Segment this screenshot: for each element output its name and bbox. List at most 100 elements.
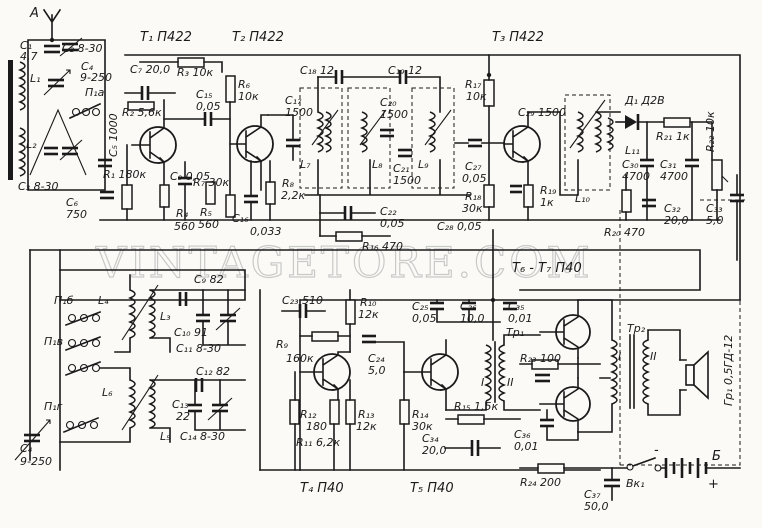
svg-text:C₄: C₄ <box>81 60 94 73</box>
svg-text:C₁: C₁ <box>20 39 32 52</box>
svg-text:0,05: 0,05 <box>412 312 437 325</box>
svg-text:22: 22 <box>176 410 190 423</box>
svg-text:0,01: 0,01 <box>514 440 539 453</box>
svg-text:C₃₀: C₃₀ <box>622 158 639 171</box>
coil-l1 <box>17 61 26 111</box>
svg-text:C₃₇: C₃₇ <box>584 488 601 501</box>
svg-text:30к: 30к <box>462 202 483 215</box>
svg-text:C₁₀ 91: C₁₀ 91 <box>174 326 208 339</box>
coil-l6 <box>127 379 136 429</box>
svg-text:Bк₁: Bк₁ <box>626 477 645 490</box>
transformer-tp1-primary <box>483 344 492 402</box>
svg-text:560: 560 <box>198 218 219 231</box>
t6t7-label: T₆ - T₇ П40 <box>512 261 582 276</box>
svg-text:C₄: C₄ <box>20 442 33 455</box>
svg-text:C₉ 82: C₉ 82 <box>194 273 224 286</box>
svg-text:0,05: 0,05 <box>196 100 221 113</box>
svg-text:L₉: L₉ <box>418 158 429 171</box>
svg-text:10,0: 10,0 <box>460 312 485 325</box>
svg-text:L₂: L₂ <box>26 138 37 151</box>
svg-text:C₃₁: C₃₁ <box>660 158 677 171</box>
svg-text:4700: 4700 <box>660 170 688 183</box>
svg-text:R₁₅ 1,5к: R₁₅ 1,5к <box>454 400 498 413</box>
svg-text:160к: 160к <box>286 352 314 365</box>
stage-t2: T₂ П422 R₆ 10к R₇ 30к R₅ 560 C₁₆ 0,033 R… <box>193 30 313 238</box>
svg-text:9-250: 9-250 <box>20 455 52 468</box>
svg-text:560: 560 <box>174 220 195 233</box>
coil-l4 <box>127 289 136 339</box>
svg-text:R₈: R₈ <box>282 177 295 190</box>
diode-d1 <box>625 115 637 129</box>
svg-text:5,0: 5,0 <box>368 364 386 377</box>
svg-text:Д₁ Д2В: Д₁ Д2В <box>624 94 665 107</box>
output-stage: Tp₁ R₂₃ 100 I II R₁₅ 1,5к C₃₄ 20,0 C₃₆ 0… <box>422 299 735 457</box>
svg-text:C₃ 8-30: C₃ 8-30 <box>18 180 59 193</box>
svg-text:R₃ 10к: R₃ 10к <box>177 66 214 79</box>
svg-text:C₁₉ 12: C₁₉ 12 <box>388 64 422 77</box>
t2-label: T₂ П422 <box>232 30 284 45</box>
svg-text:C₁₂ 82: C₁₂ 82 <box>196 365 230 378</box>
svg-text:L₁: L₁ <box>30 72 41 85</box>
svg-text:Tp₁: Tp₁ <box>506 326 524 339</box>
svg-text:П₁б: П₁б <box>54 294 74 307</box>
svg-text:R₂ 5,6к: R₂ 5,6к <box>122 106 162 119</box>
svg-text:L₇: L₇ <box>300 158 311 171</box>
svg-text:C₁₇: C₁₇ <box>285 94 302 107</box>
coil-l11 <box>605 117 614 151</box>
svg-text:12к: 12к <box>356 420 377 433</box>
svg-text:R₅: R₅ <box>200 206 212 219</box>
svg-text:12к: 12к <box>358 308 379 321</box>
svg-text:R₁₈: R₁₈ <box>465 190 482 203</box>
svg-text:Tp₂: Tp₂ <box>627 322 646 335</box>
stage-t3: T₃ П422 R₁₇ 10к C₂₇ 0,05 R₁₈ 30к C₂₈ 0,0… <box>437 30 621 233</box>
svg-text:R₁₄: R₁₄ <box>412 408 429 421</box>
svg-text:L₃: L₃ <box>160 310 171 323</box>
svg-text:П₁а: П₁а <box>85 86 105 99</box>
svg-text:L₈: L₈ <box>372 158 383 171</box>
speaker-icon <box>685 364 695 386</box>
svg-text:0,05: 0,05 <box>462 172 487 185</box>
oscillator-section: П₁б П₁в П₁г C₄ 9-250 L₄ L₃ L₆ L₅ C₉ 82 C… <box>14 269 246 468</box>
svg-text:1500: 1500 <box>393 174 421 187</box>
svg-text:C₁₈ 12: C₁₈ 12 <box>300 64 334 77</box>
svg-text:R₁ 180к: R₁ 180к <box>103 168 147 181</box>
svg-text:0,01: 0,01 <box>508 312 533 325</box>
svg-text:L₁₀: L₁₀ <box>575 192 591 205</box>
svg-text:I: I <box>618 350 621 363</box>
svg-text:180: 180 <box>306 420 327 433</box>
svg-text:C₁₅: C₁₅ <box>196 88 213 101</box>
svg-text:C₁₃: C₁₃ <box>172 398 189 411</box>
svg-text:R₁₉: R₁₉ <box>540 184 557 197</box>
svg-text:C₃₂: C₃₂ <box>664 202 681 215</box>
svg-text:C₁₆: C₁₆ <box>232 212 249 225</box>
svg-text:L₅: L₅ <box>160 430 171 443</box>
svg-text:1500: 1500 <box>380 108 408 121</box>
stage-t1: T₁ П422 C₇ 20,0 R₃ 10к R₂ 5,6к R₁ 180к C… <box>103 30 231 233</box>
t1-label: T₁ П422 <box>140 30 192 45</box>
svg-text:R₁₂: R₁₂ <box>300 408 317 421</box>
svg-text:C₁₁ 8-30: C₁₁ 8-30 <box>176 342 221 355</box>
svg-text:Гp₁ 0,5ГД-12: Гp₁ 0,5ГД-12 <box>722 335 735 406</box>
svg-text:R₁₃: R₁₃ <box>358 408 375 421</box>
power-supply: R₂₄ 200 C₃₇ 50,0 Bк₁ Б + - <box>519 443 741 513</box>
svg-text:R₁₇: R₁₇ <box>465 78 482 91</box>
coil-l2 <box>17 127 26 177</box>
coil-l8 <box>359 111 368 153</box>
svg-text:C₃₃: C₃₃ <box>706 202 723 215</box>
svg-text:C₃₄: C₃₄ <box>422 432 439 445</box>
svg-text:L₆: L₆ <box>102 386 113 399</box>
svg-text:II: II <box>507 376 514 389</box>
svg-text:R₄: R₄ <box>176 207 189 220</box>
svg-text:C₇ 20,0: C₇ 20,0 <box>130 63 170 76</box>
svg-text:C₅ 1000: C₅ 1000 <box>107 113 120 157</box>
svg-text:R₁₆ 470: R₁₆ 470 <box>362 240 403 253</box>
svg-text:L₄: L₄ <box>98 294 109 307</box>
svg-text:20,0: 20,0 <box>422 444 447 457</box>
svg-text:R₆: R₆ <box>238 78 251 91</box>
switch-p1b <box>64 310 102 377</box>
svg-text:L₁₁: L₁₁ <box>625 144 640 157</box>
coil-l3 <box>147 289 156 339</box>
svg-text:R₂₂ 10к: R₂₂ 10к <box>704 111 717 152</box>
svg-text:C₂₃ 510: C₂₃ 510 <box>282 294 323 307</box>
